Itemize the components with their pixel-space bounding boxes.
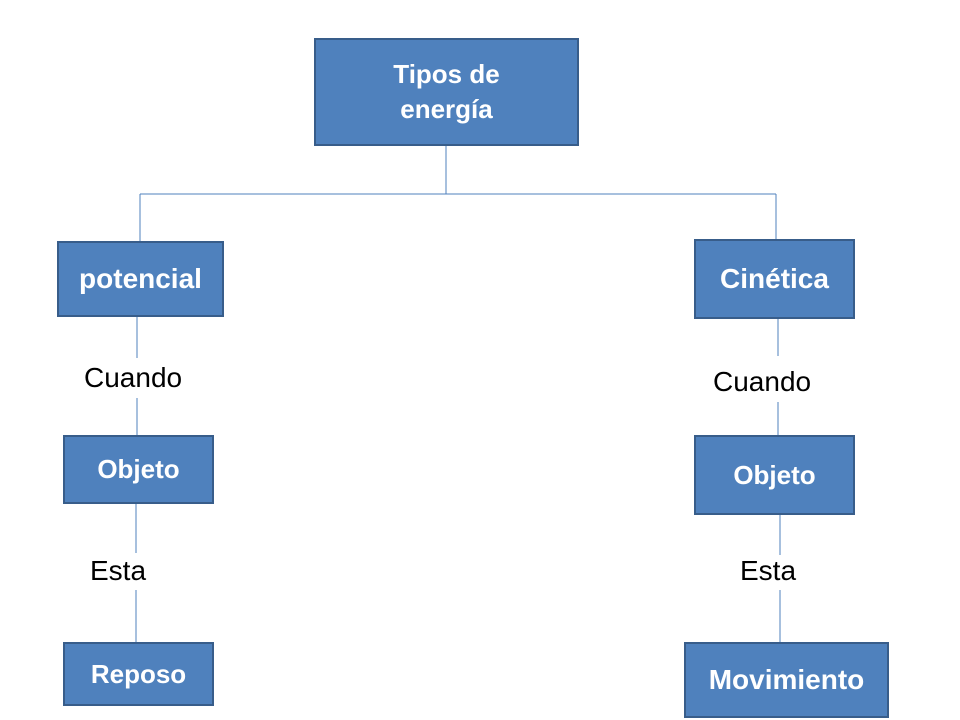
left-objeto-label: Objeto [97,454,180,484]
potencial-node: potencial [57,241,224,317]
root-node: Tipos de energía [314,38,579,146]
right-esta-label: Esta [740,555,797,586]
root-label-line2: energía [400,94,493,124]
potencial-label: potencial [79,263,202,294]
movimiento-label: Movimiento [708,664,865,695]
root-label-line1: Tipos de [393,58,500,89]
right-objeto-label: Objeto [733,459,816,490]
movimiento-node: Movimiento [684,642,889,718]
left-esta-label: Esta [90,555,147,586]
right-cuando-label: Cuando [713,366,812,397]
left-cuando-label: Cuando [84,362,183,393]
reposo-label: Reposo [90,658,187,689]
reposo-node: Reposo [63,642,214,706]
cinetica-label: Cinética [720,263,829,294]
right-objeto-node: Objeto [694,435,855,515]
cinetica-node: Cinética [694,239,855,319]
left-objeto-node: Objeto [63,435,214,504]
